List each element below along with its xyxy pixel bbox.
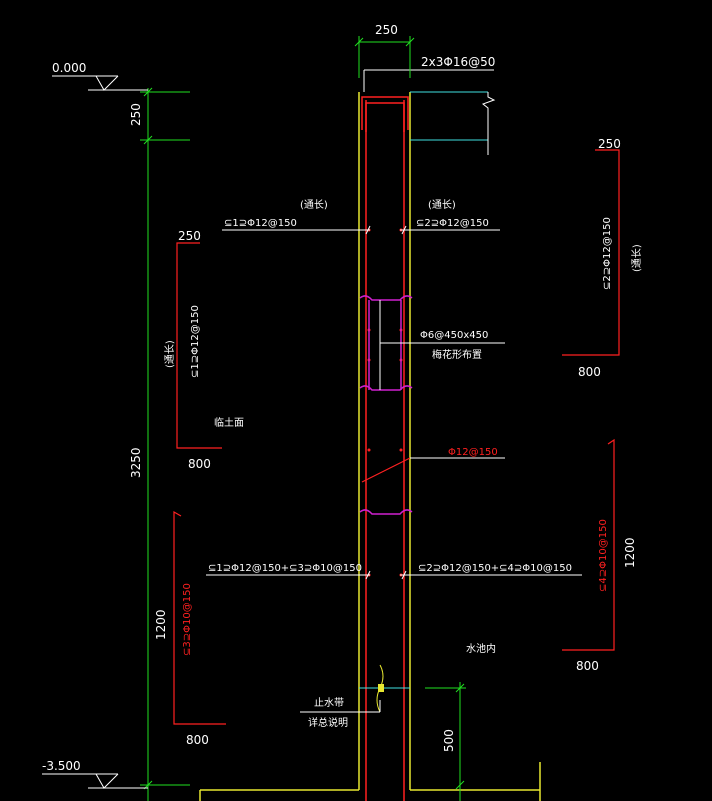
waterstop-label-1: 止水带 <box>314 697 344 709</box>
elevation-top-label: 0.000 <box>52 61 86 75</box>
waterstop-marker <box>378 684 384 692</box>
bar-left-upper-label: ⊆1⊇Φ12@150 <box>224 218 297 229</box>
lap-left-upper-bottom: 800 <box>188 457 211 471</box>
top-width-dimension <box>354 36 415 78</box>
elevation-bottom-label: -3.500 <box>42 759 81 773</box>
right-vert-upper-bar: ⊆2⊇Φ12@150 <box>602 217 613 290</box>
top-slab <box>363 69 496 155</box>
bottom-segment-dim: 500 <box>442 729 456 752</box>
wall-thickness-dim: 250 <box>375 23 398 37</box>
bar-right-upper-label: ⊆2⊇Φ12@150 <box>416 218 489 229</box>
tie-spec-label: Φ6@450x450 <box>420 330 488 341</box>
through-left-label: (通长) <box>300 199 328 211</box>
right-vert-upper-note: (通长) <box>631 244 643 272</box>
left-vert-upper-note: (通长) <box>164 340 176 368</box>
top-segment-dim: 250 <box>129 103 143 126</box>
leader-ticks <box>365 225 407 580</box>
right-vert-lower-bar: ⊆4⊇Φ10@150 <box>598 519 609 592</box>
waterstop-curve <box>376 664 384 713</box>
left-vert-lower-bar: ⊆3⊇Φ10@150 <box>182 583 193 656</box>
leader-lines <box>206 229 582 713</box>
tie-bars <box>359 295 413 515</box>
top-beam-bars-label: 2x3Φ16@50 <box>421 55 495 69</box>
right-upper-bar-detail <box>562 149 620 356</box>
bottom-right-dimension <box>425 682 466 801</box>
soil-side-label: 临土面 <box>214 416 244 429</box>
left-dimension-line <box>140 87 190 801</box>
horizontal-rebar-dots <box>367 228 403 577</box>
lap-left-upper-top: 250 <box>178 229 201 243</box>
tie-note-label: 梅花形布置 <box>432 348 482 361</box>
lap-right-upper-top: 250 <box>598 137 621 151</box>
through-right-label: (通长) <box>428 199 456 211</box>
lap-left-lower-bottom: 800 <box>186 733 209 747</box>
elevation-bottom-symbol <box>42 773 148 789</box>
bar-left-lower-label: ⊆1⊇Φ12@150+⊆3⊇Φ10@150 <box>208 563 362 574</box>
lap-right-lower-bottom: 800 <box>576 659 599 673</box>
elevation-top-symbol <box>52 75 148 91</box>
wall-outline <box>199 92 541 801</box>
lap-right-upper-bottom: 800 <box>578 365 601 379</box>
left-vert-upper-bar: ⊆1⊇Φ12@150 <box>190 305 201 378</box>
lap-left-lower-len: 1200 <box>154 609 168 640</box>
vertical-rebars <box>361 96 409 801</box>
left-upper-bar-detail <box>176 242 222 449</box>
waterstop-label-2: 详总说明 <box>308 716 348 729</box>
lap-right-lower-len: 1200 <box>623 537 637 568</box>
right-lower-bar-detail <box>562 438 615 651</box>
distribution-bar-label: Φ12@150 <box>448 447 498 458</box>
bar-right-lower-label: ⊆2⊇Φ12@150+⊆4⊇Φ10@150 <box>418 563 572 574</box>
water-side-label: 水池内 <box>466 642 496 655</box>
left-lower-bar-detail <box>173 510 226 725</box>
distribution-bar <box>361 457 411 483</box>
middle-segment-dim: 3250 <box>129 447 143 478</box>
